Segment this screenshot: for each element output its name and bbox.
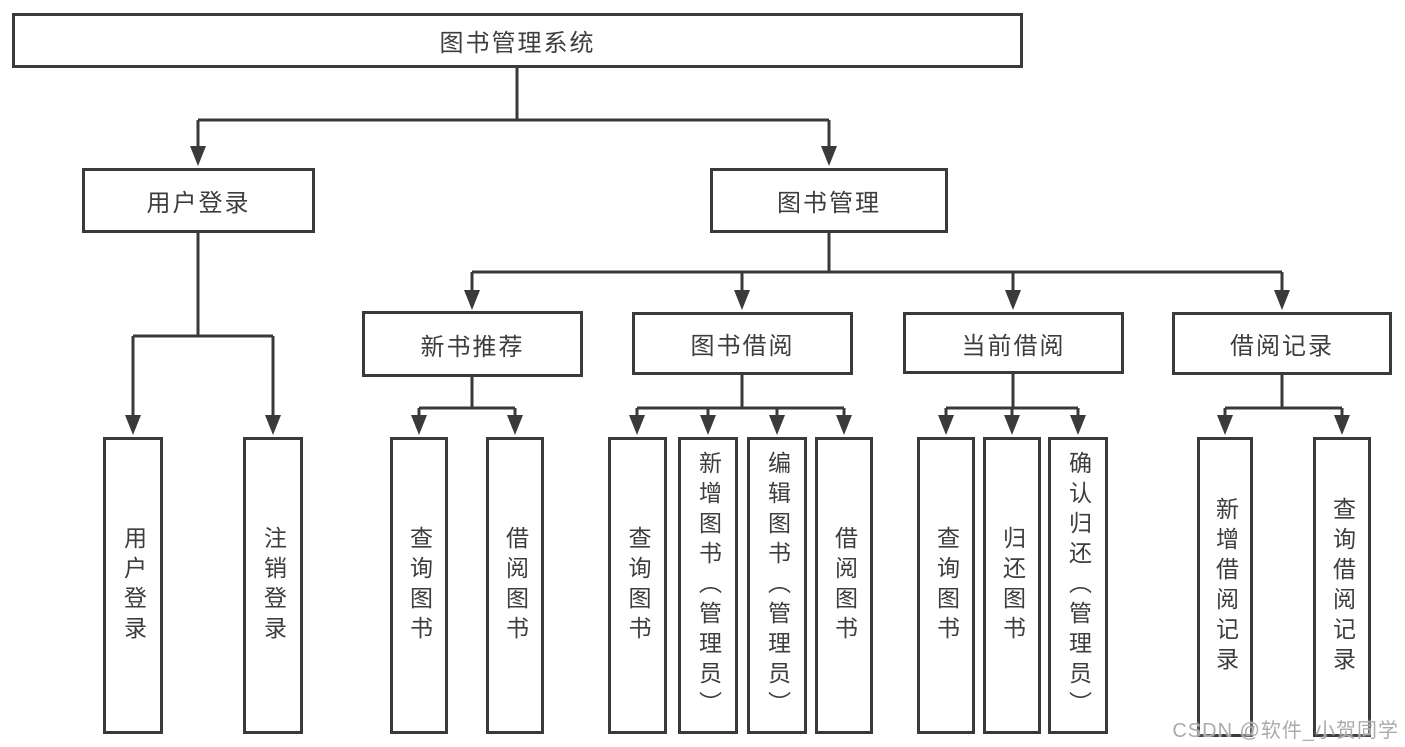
node-user-login: 用户登录 xyxy=(82,168,315,233)
leaf-borrow-books-1-label: 借阅图书 xyxy=(502,525,529,646)
arrowheads xyxy=(125,146,1350,435)
leaf-borrow-books-2: 借阅图书 xyxy=(815,437,873,734)
node-book-management: 图书管理 xyxy=(710,168,948,233)
leaf-confirm-return-admin: 确认归还（管理员） xyxy=(1048,437,1108,734)
leaf-query-books-2-label: 查询图书 xyxy=(625,525,651,646)
leaf-query-books-1: 查询图书 xyxy=(390,437,448,734)
leaf-return-books: 归还图书 xyxy=(983,437,1041,734)
leaf-user-login: 用户登录 xyxy=(103,437,163,734)
connector-book-management xyxy=(470,233,1284,292)
leaf-edit-books-admin: 编辑图书（管理员） xyxy=(747,437,807,734)
connector-book-borrow xyxy=(635,375,846,417)
leaf-query-books-2: 查询图书 xyxy=(608,437,667,734)
connector-borrow-records xyxy=(1223,375,1344,417)
node-borrowing-records: 借阅记录 xyxy=(1172,312,1392,375)
leaf-user-login-label: 用户登录 xyxy=(120,525,147,646)
leaf-query-books-1-label: 查询图书 xyxy=(406,525,433,646)
leaf-edit-books-admin-label: 编辑图书（管理员） xyxy=(764,450,791,721)
node-new-book-recommendation: 新书推荐 xyxy=(362,311,583,377)
leaf-add-borrow-record: 新增借阅记录 xyxy=(1197,437,1253,737)
leaf-return-books-label: 归还图书 xyxy=(999,525,1026,646)
leaf-add-books-admin: 新增图书（管理员） xyxy=(678,437,738,734)
leaf-logout-label: 注销登录 xyxy=(260,525,287,646)
node-book-borrowing: 图书借阅 xyxy=(632,312,853,375)
node-library-management-system: 图书管理系统 xyxy=(12,13,1023,68)
leaf-query-borrow-record-label: 查询借阅记录 xyxy=(1329,497,1356,677)
connector-new-book xyxy=(417,377,517,417)
leaf-confirm-return-admin-label: 确认归还（管理员） xyxy=(1065,450,1092,721)
leaf-query-books-3-label: 查询图书 xyxy=(933,525,960,646)
leaf-borrow-books-1: 借阅图书 xyxy=(486,437,544,734)
leaf-query-borrow-record: 查询借阅记录 xyxy=(1313,437,1371,737)
connector-user-login xyxy=(131,233,275,417)
connector-root xyxy=(196,68,831,148)
connector-current-borrow xyxy=(944,374,1080,417)
csdn-watermark: CSDN @软件_小贺同学 xyxy=(1172,720,1399,742)
leaf-query-books-3: 查询图书 xyxy=(917,437,975,734)
leaf-add-books-admin-label: 新增图书（管理员） xyxy=(695,450,722,721)
leaf-logout: 注销登录 xyxy=(243,437,303,734)
leaf-borrow-books-2-label: 借阅图书 xyxy=(831,525,858,646)
leaf-add-borrow-record-label: 新增借阅记录 xyxy=(1212,497,1239,677)
node-current-borrowing: 当前借阅 xyxy=(903,312,1124,374)
